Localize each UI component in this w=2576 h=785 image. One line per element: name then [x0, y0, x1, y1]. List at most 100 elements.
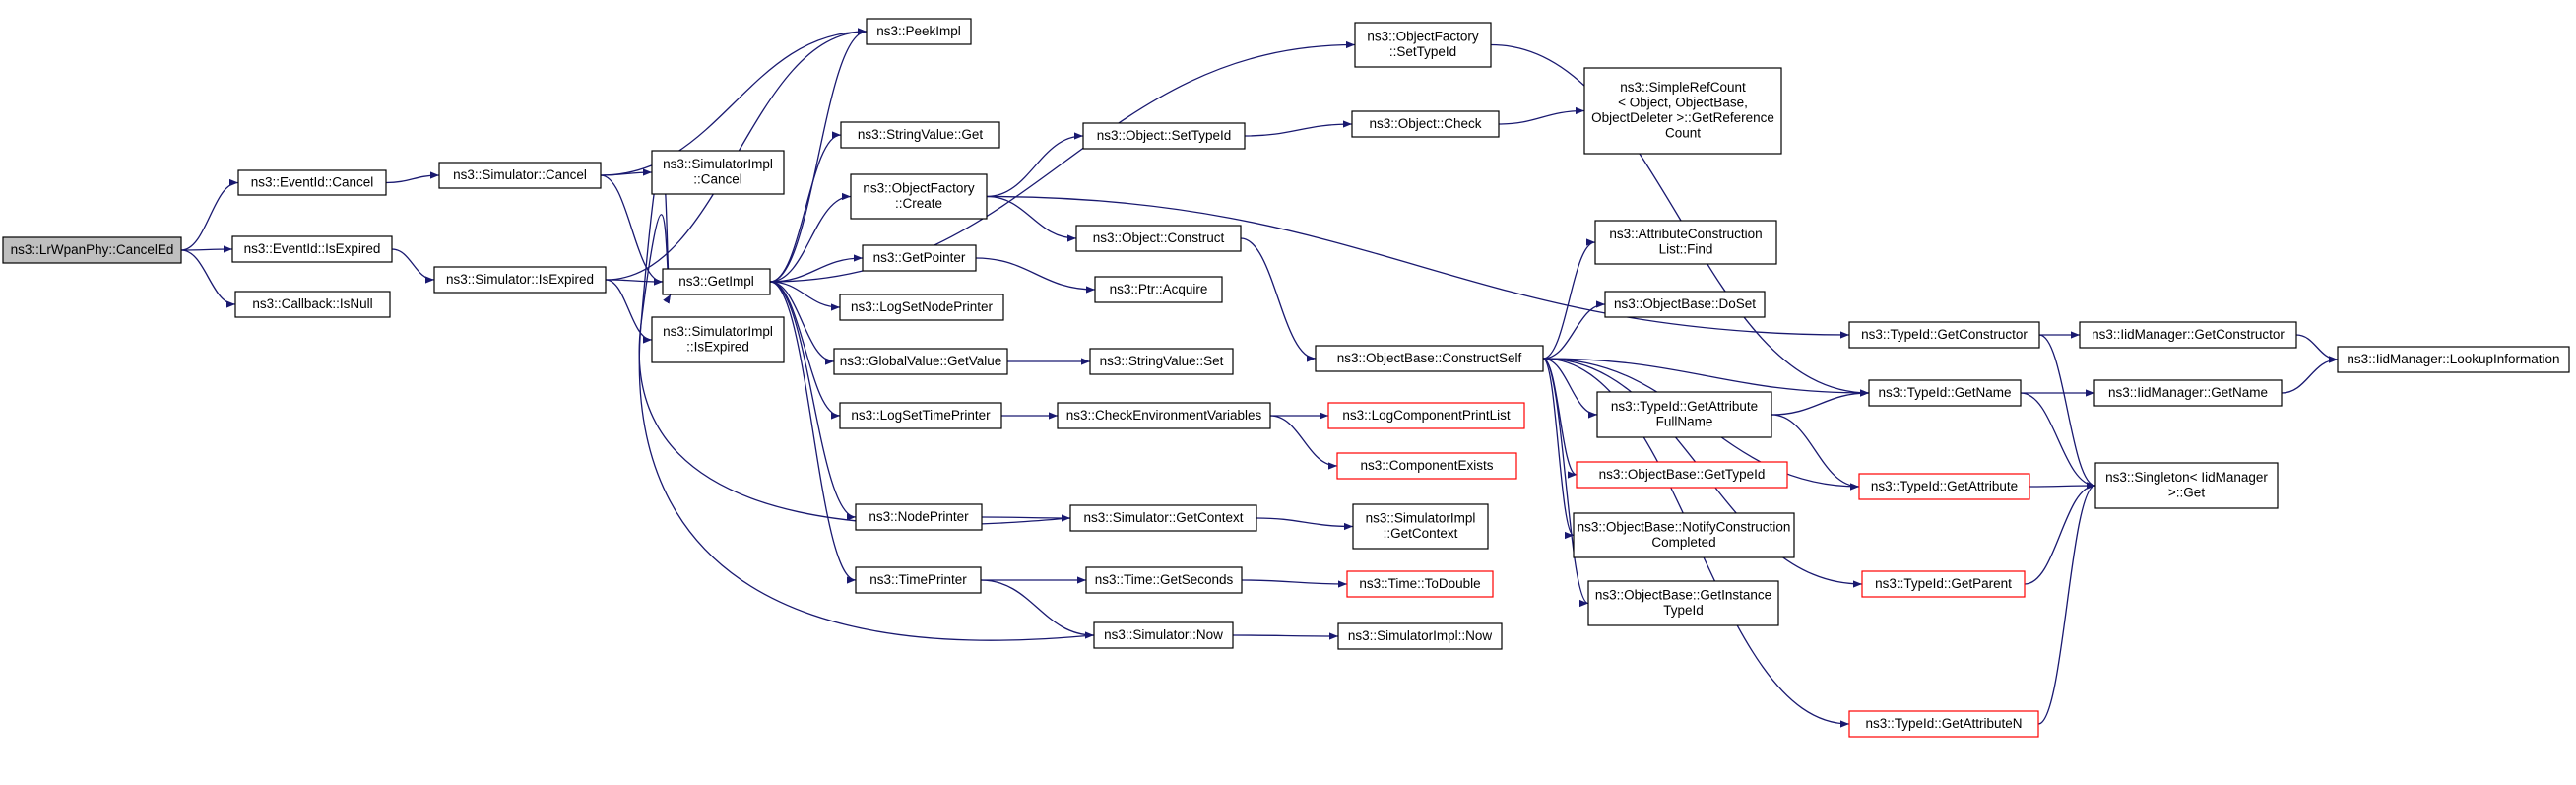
function-node-logSetTime[interactable]: ns3::LogSetTimePrinter	[839, 402, 1002, 429]
function-node-iidLookup[interactable]: ns3::IidManager::LookupInformation	[2337, 346, 2570, 373]
node-box	[1336, 452, 1517, 480]
function-node-singletonGet[interactable]: ns3::Singleton< IidManager>::Get	[2094, 462, 2279, 509]
function-node-ptrAcquire[interactable]: ns3::Ptr::Acquire	[1094, 276, 1223, 303]
function-node-evIsExpired[interactable]: ns3::EventId::IsExpired	[231, 235, 393, 263]
function-node-strValGet[interactable]: ns3::StringValue::Get	[840, 121, 1000, 149]
function-node-simImplCancel[interactable]: ns3::SimulatorImpl::Cancel	[651, 150, 785, 195]
function-node-objBaseConstructSelf[interactable]: ns3::ObjectBase::ConstructSelf	[1315, 345, 1544, 372]
node-label: ns3::Singleton< IidManager	[2105, 470, 2268, 485]
function-node-typeIdGetAttribute[interactable]: ns3::TypeId::GetAttribute	[1858, 473, 2030, 500]
node-box	[2337, 346, 2570, 373]
function-node-simIsExpired[interactable]: ns3::Simulator::IsExpired	[433, 266, 607, 294]
node-label: ns3::TypeId::GetAttributeN	[1865, 716, 2022, 731]
function-node-simNow[interactable]: ns3::Simulator::Now	[1093, 621, 1234, 649]
call-edge-simCancel-to-getImpl	[600, 174, 664, 286]
call-edge-evCancel-to-simCancel	[385, 171, 440, 184]
node-box	[1858, 473, 2030, 500]
function-node-iidGetName[interactable]: ns3::IidManager::GetName	[2093, 379, 2283, 407]
node-label: Completed	[1651, 535, 1715, 550]
node-label: ns3::ObjectFactory	[1367, 30, 1479, 44]
function-node-objBaseNotify[interactable]: ns3::ObjectBase::NotifyConstructionCompl…	[1573, 512, 1795, 558]
node-label: >::Get	[2168, 486, 2205, 500]
function-node-timeGetSeconds[interactable]: ns3::Time::GetSeconds	[1085, 566, 1243, 594]
node-box	[234, 291, 391, 318]
function-node-nodePrinter[interactable]: ns3::NodePrinter	[855, 503, 983, 531]
call-edge-typeIdGetName-to-singletonGet	[2020, 392, 2096, 490]
function-node-simpleRefCount[interactable]: ns3::SimpleRefCount< Object, ObjectBase,…	[1583, 67, 1782, 155]
node-label: ns3::TypeId::GetConstructor	[1861, 327, 2028, 342]
call-edge-objBaseConstructSelf-to-typeIdGetName	[1542, 358, 1870, 397]
node-label: ns3::Object::Check	[1369, 116, 1481, 131]
node-label: ns3::ComponentExists	[1360, 458, 1493, 473]
node-box	[1594, 220, 1777, 265]
call-edge-objCheck-to-simpleRefCount	[1498, 106, 1585, 125]
node-box	[2093, 379, 2283, 407]
node-box	[1604, 291, 1766, 318]
function-node-typeIdGetAttributeN[interactable]: ns3::TypeId::GetAttributeN	[1848, 710, 2039, 738]
function-node-typeIdGetParent[interactable]: ns3::TypeId::GetParent	[1861, 570, 2026, 598]
function-node-objFactCreate[interactable]: ns3::ObjectFactory::Create	[850, 173, 988, 220]
node-label: ObjectDeleter >::GetReference	[1591, 110, 1774, 125]
node-box	[840, 121, 1000, 149]
function-node-compExists[interactable]: ns3::ComponentExists	[1336, 452, 1517, 480]
function-node-simGetContext[interactable]: ns3::Simulator::GetContext	[1069, 504, 1257, 532]
node-label: ns3::EventId::Cancel	[251, 174, 374, 189]
function-node-timeToDouble[interactable]: ns3::Time::ToDouble	[1346, 570, 1494, 598]
call-edge-objBaseConstructSelf-to-typeIdGetAttrFullName	[1542, 358, 1598, 419]
function-node-logSetNode[interactable]: ns3::LogSetNodePrinter	[839, 294, 1004, 321]
function-node-cancelEd[interactable]: ns3::LrWpanPhy::CancelEd	[2, 236, 182, 264]
function-node-simImplNow[interactable]: ns3::SimulatorImpl::Now	[1337, 622, 1503, 650]
node-label: ns3::ObjectBase::DoSet	[1614, 296, 1756, 311]
function-nodes: ns3::LrWpanPhy::CancelEd ns3::EventId::Ca…	[2, 18, 2570, 738]
node-box	[1848, 321, 2040, 349]
function-node-cbIsNull[interactable]: ns3::Callback::IsNull	[234, 291, 391, 318]
function-node-getImpl[interactable]: ns3::GetImpl	[662, 268, 771, 295]
call-edge-objFactSetTypeId-to-typeIdGetName	[1490, 43, 1870, 397]
function-node-typeIdGetName[interactable]: ns3::TypeId::GetName	[1868, 379, 2022, 407]
node-label: ns3::NodePrinter	[869, 509, 969, 524]
function-node-objBaseDoSet[interactable]: ns3::ObjectBase::DoSet	[1604, 291, 1766, 318]
call-edge-getImpl-to-getPointer	[769, 254, 864, 283]
node-box	[231, 235, 393, 263]
node-label: ns3::TypeId::GetParent	[1875, 576, 2012, 591]
function-node-timePrinter[interactable]: ns3::TimePrinter	[855, 566, 982, 594]
node-label: ns3::Simulator::Cancel	[453, 167, 587, 182]
function-node-objCheck[interactable]: ns3::Object::Check	[1351, 110, 1500, 138]
function-node-peekImpl[interactable]: ns3::PeekImpl	[866, 18, 972, 45]
function-node-evCancel[interactable]: ns3::EventId::Cancel	[237, 169, 387, 196]
function-node-iidGetConstructor[interactable]: ns3::IidManager::GetConstructor	[2079, 321, 2297, 349]
node-label: ns3::TypeId::GetAttribute	[1611, 399, 1758, 414]
node-box	[1587, 580, 1779, 626]
node-label: < Object, ObjectBase,	[1618, 96, 1748, 110]
function-node-strValSet[interactable]: ns3::StringValue::Set	[1089, 348, 1234, 375]
function-node-simCancel[interactable]: ns3::Simulator::Cancel	[438, 162, 602, 189]
call-edge-objConstruct-to-objBaseConstructSelf	[1240, 237, 1317, 362]
node-box	[839, 402, 1002, 429]
node-box	[2, 236, 182, 264]
node-box	[1057, 402, 1271, 429]
function-node-objConstruct[interactable]: ns3::Object::Construct	[1075, 225, 1242, 252]
function-node-globalGetValue[interactable]: ns3::GlobalValue::GetValue	[833, 348, 1008, 375]
call-edge-objFactCreate-to-objSetTypeId	[986, 132, 1084, 198]
function-node-getPointer[interactable]: ns3::GetPointer	[862, 244, 977, 272]
function-node-simImplIsExpired[interactable]: ns3::SimulatorImpl::IsExpired	[651, 316, 785, 363]
function-node-logCompPrintList[interactable]: ns3::LogComponentPrintList	[1327, 402, 1525, 429]
node-label: List::Find	[1659, 242, 1713, 257]
function-node-checkEnv[interactable]: ns3::CheckEnvironmentVariables	[1057, 402, 1271, 429]
node-label: ns3::StringValue::Get	[858, 127, 984, 142]
node-box	[1082, 122, 1246, 150]
function-node-simImplGetContext[interactable]: ns3::SimulatorImpl::GetContext	[1352, 503, 1489, 550]
function-node-typeIdGetConstructor[interactable]: ns3::TypeId::GetConstructor	[1848, 321, 2040, 349]
function-node-objSetTypeId[interactable]: ns3::Object::SetTypeId	[1082, 122, 1246, 150]
node-box	[1327, 402, 1525, 429]
function-node-objBaseGetTypeId[interactable]: ns3::ObjectBase::GetTypeId	[1576, 461, 1788, 489]
node-label: ns3::GlobalValue::GetValue	[840, 354, 1002, 368]
call-edge-typeIdGetAttrFullName-to-typeIdGetAttribute	[1771, 414, 1860, 491]
node-label: ns3::TypeId::GetAttribute	[1871, 479, 2018, 493]
function-node-objFactSetTypeId[interactable]: ns3::ObjectFactory::SetTypeId	[1354, 22, 1492, 68]
node-label: TypeId	[1663, 603, 1704, 618]
node-box	[1354, 22, 1492, 68]
